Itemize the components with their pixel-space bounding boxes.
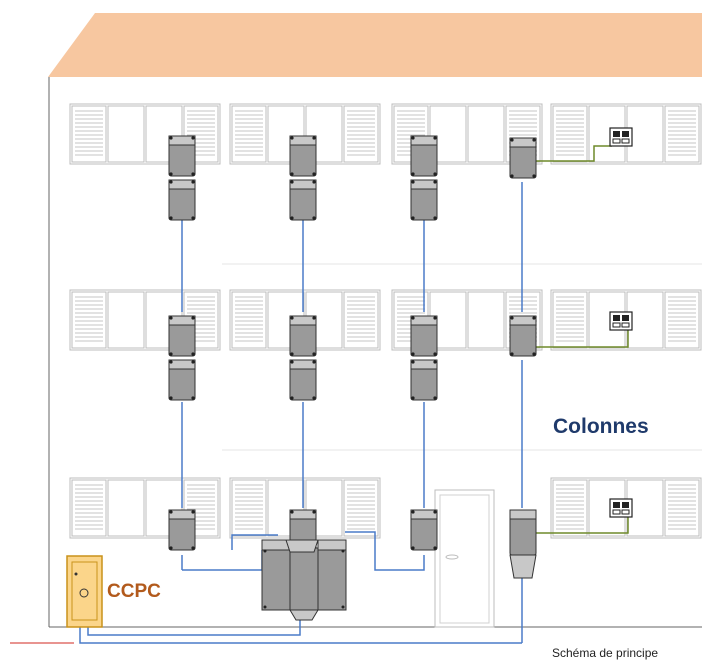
column-base-box <box>509 509 537 579</box>
junction-box <box>289 359 317 401</box>
junction-box <box>289 135 317 177</box>
junction-box <box>289 179 317 221</box>
junction-box <box>168 359 196 401</box>
junction-box <box>410 179 438 221</box>
facade <box>48 77 702 628</box>
junction-box <box>410 135 438 177</box>
junction-box <box>168 509 196 551</box>
window <box>69 103 221 165</box>
junction-box <box>509 315 537 357</box>
junction-box <box>410 509 438 551</box>
junction-box <box>509 137 537 179</box>
entrance-door <box>434 489 495 628</box>
junction-box <box>410 315 438 357</box>
roof <box>48 13 702 77</box>
window <box>69 289 221 351</box>
ccpc-cabinet <box>66 555 103 628</box>
electric-meter-icon <box>609 127 633 147</box>
green-cables <box>535 145 629 534</box>
window <box>69 477 221 539</box>
electric-meter-icon <box>609 498 633 518</box>
junction-box <box>289 315 317 357</box>
meter-panel <box>261 539 347 621</box>
ccpc-label: CCPC <box>107 581 161 602</box>
caption: Schéma de principe <box>552 646 658 660</box>
electric-meter-icon <box>609 311 633 331</box>
junction-box <box>168 135 196 177</box>
junction-box <box>410 359 438 401</box>
columns-label: Colonnes <box>553 415 649 438</box>
junction-box <box>168 315 196 357</box>
junction-box <box>168 179 196 221</box>
